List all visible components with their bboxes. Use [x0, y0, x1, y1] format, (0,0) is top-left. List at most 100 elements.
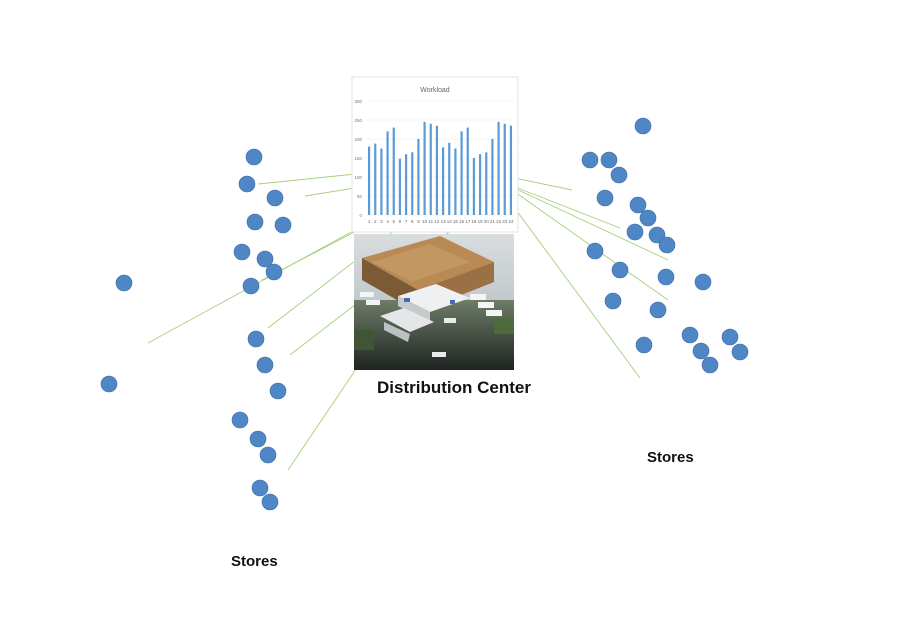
- chart-bar: [398, 158, 402, 215]
- store-node: [635, 336, 653, 354]
- chart-x-tick-label: 14: [447, 219, 453, 224]
- store-link: [513, 187, 669, 261]
- chart-x-tick-label: 17: [465, 219, 471, 224]
- chart-bar: [386, 131, 389, 215]
- chart-y-tick-label: 100: [354, 175, 362, 180]
- chart-bar: [460, 131, 463, 215]
- chart-bar: [374, 143, 377, 215]
- chart-bar: [466, 127, 469, 215]
- stores-layer: [100, 117, 749, 511]
- chart-y-tick-label: 50: [357, 194, 363, 199]
- chart-x-tick-label: 1: [368, 219, 371, 224]
- chart-x-tick-label: 10: [422, 219, 428, 224]
- store-node: [259, 446, 277, 464]
- store-node: [251, 479, 269, 497]
- store-node: [269, 382, 287, 400]
- store-node: [249, 430, 267, 448]
- chart-bar: [497, 121, 500, 215]
- chart-x-tick-label: 9: [417, 219, 420, 224]
- store-node: [648, 226, 666, 244]
- chart-bar: [454, 148, 457, 215]
- store-node: [721, 328, 739, 346]
- store-node: [596, 189, 614, 207]
- chart-x-tick-label: 24: [508, 219, 514, 224]
- chart-x-tick-label: 16: [459, 219, 465, 224]
- chart-x-tick-label: 7: [405, 219, 408, 224]
- chart-x-tick-label: 21: [490, 219, 496, 224]
- chart-x-tick-label: 11: [428, 219, 433, 224]
- chart-bar: [509, 125, 513, 215]
- chart-bar: [411, 152, 414, 215]
- chart-x-tick-label: 3: [380, 219, 383, 224]
- chart-bar: [441, 147, 445, 215]
- store-node: [629, 196, 647, 214]
- store-node: [611, 261, 629, 279]
- chart-x-tick-label: 2: [374, 219, 377, 224]
- store-node: [256, 356, 274, 374]
- chart-y-tick-label: 150: [354, 156, 362, 161]
- store-node: [626, 223, 644, 241]
- chart-x-tick-label: 6: [399, 219, 402, 224]
- store-node: [610, 166, 628, 184]
- chart-x-tick-label: 13: [441, 219, 447, 224]
- store-link: [509, 184, 621, 229]
- store-node: [261, 493, 279, 511]
- chart-bar: [380, 148, 383, 215]
- store-node: [246, 213, 264, 231]
- store-node: [256, 250, 274, 268]
- chart-bar: [503, 123, 506, 215]
- distribution-center-photo: [354, 234, 514, 370]
- store-node: [245, 148, 263, 166]
- chart-y-tick-label: 300: [354, 99, 362, 104]
- store-node: [658, 236, 676, 254]
- store-node: [701, 356, 719, 374]
- store-link: [504, 194, 641, 379]
- chart-x-tick-label: 20: [484, 219, 490, 224]
- store-node: [639, 209, 657, 227]
- store-node: [731, 343, 749, 361]
- chart-bar: [491, 139, 494, 215]
- store-node: [238, 175, 256, 193]
- chart-bar: [478, 154, 482, 215]
- store-node: [242, 277, 260, 295]
- chart-x-tick-label: 15: [453, 219, 459, 224]
- store-node: [231, 411, 249, 429]
- store-node: [634, 117, 652, 135]
- store-node: [266, 189, 284, 207]
- chart-y-tick-label: 0: [359, 213, 362, 218]
- chart-bar: [485, 152, 488, 215]
- chart-x-tick-label: 19: [478, 219, 484, 224]
- store-node: [586, 242, 604, 260]
- store-node: [247, 330, 265, 348]
- distribution-center-label: Distribution Center: [377, 378, 531, 397]
- chart-y-tick-label: 200: [354, 137, 362, 142]
- chart-bar: [435, 125, 439, 215]
- store-node: [692, 342, 710, 360]
- chart-bar: [392, 127, 395, 215]
- chart-bar: [417, 139, 420, 215]
- store-node: [274, 216, 292, 234]
- store-node: [233, 243, 251, 261]
- chart-bar: [404, 154, 408, 215]
- store-node: [115, 274, 133, 292]
- chart-title: Workload: [420, 87, 450, 94]
- chart-y-tick-label: 250: [354, 118, 362, 123]
- chart-x-tick-label: 12: [434, 219, 440, 224]
- chart-bar: [472, 158, 476, 215]
- chart-bar: [429, 123, 432, 215]
- chart-bar: [367, 146, 371, 215]
- chart-bar: [423, 121, 426, 215]
- store-node: [657, 268, 675, 286]
- chart-grid: [366, 100, 514, 216]
- store-node: [600, 151, 618, 169]
- chart-x-tick-label: 4: [386, 219, 389, 224]
- store-node: [100, 375, 118, 393]
- chart-y-ticks: 0 50 100 150 200 250 300: [354, 99, 362, 218]
- chart-x-tick-label: 5: [392, 219, 395, 224]
- stores-label-right: Stores: [647, 449, 694, 466]
- store-node: [681, 326, 699, 344]
- chart-bar: [448, 142, 451, 215]
